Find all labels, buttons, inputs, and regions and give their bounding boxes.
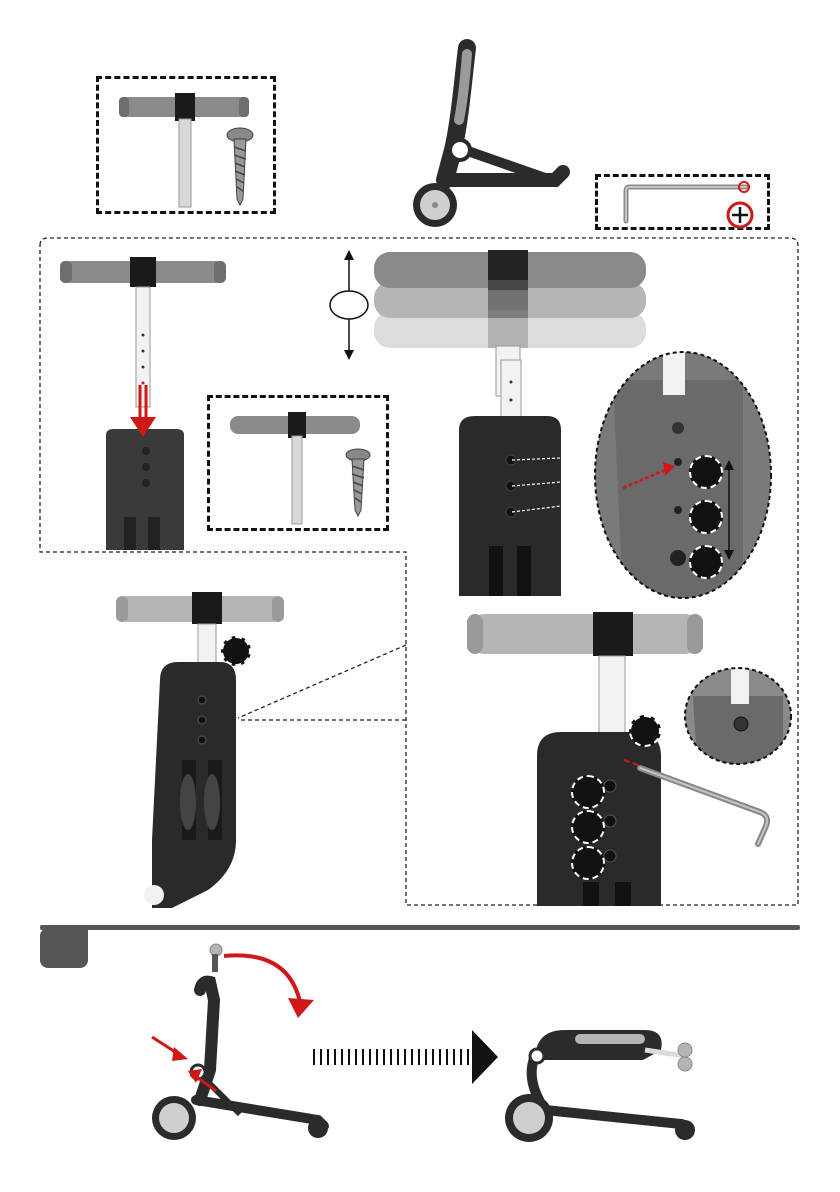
screw-marker-right [629,715,661,747]
position-marker-r2 [571,810,605,844]
step-divider-line [40,925,800,930]
position-marker-2 [689,500,723,534]
step-number-badge [40,928,88,968]
position-marker-r1 [571,775,605,809]
screw-part-icon-small [344,448,372,518]
red-down-arrow-icon [128,385,158,441]
parts-box-inner [207,395,389,531]
scooter-fold-end-image [495,1020,715,1150]
dotted-right-arrow-icon [312,1030,498,1084]
screw-marker-left [221,636,251,666]
position-marker-3 [689,545,723,579]
position-marker-1 [689,455,723,489]
position-marker-r3 [571,846,605,880]
screw-detail-zoom-image [683,666,793,766]
hole-detail-zoom-image [593,350,773,600]
double-arrow-icon [326,250,372,360]
red-curved-arrow-icon [218,950,318,1020]
scooter-side-assembled-image [112,590,292,910]
red-press-arrows-icon [150,1035,230,1095]
